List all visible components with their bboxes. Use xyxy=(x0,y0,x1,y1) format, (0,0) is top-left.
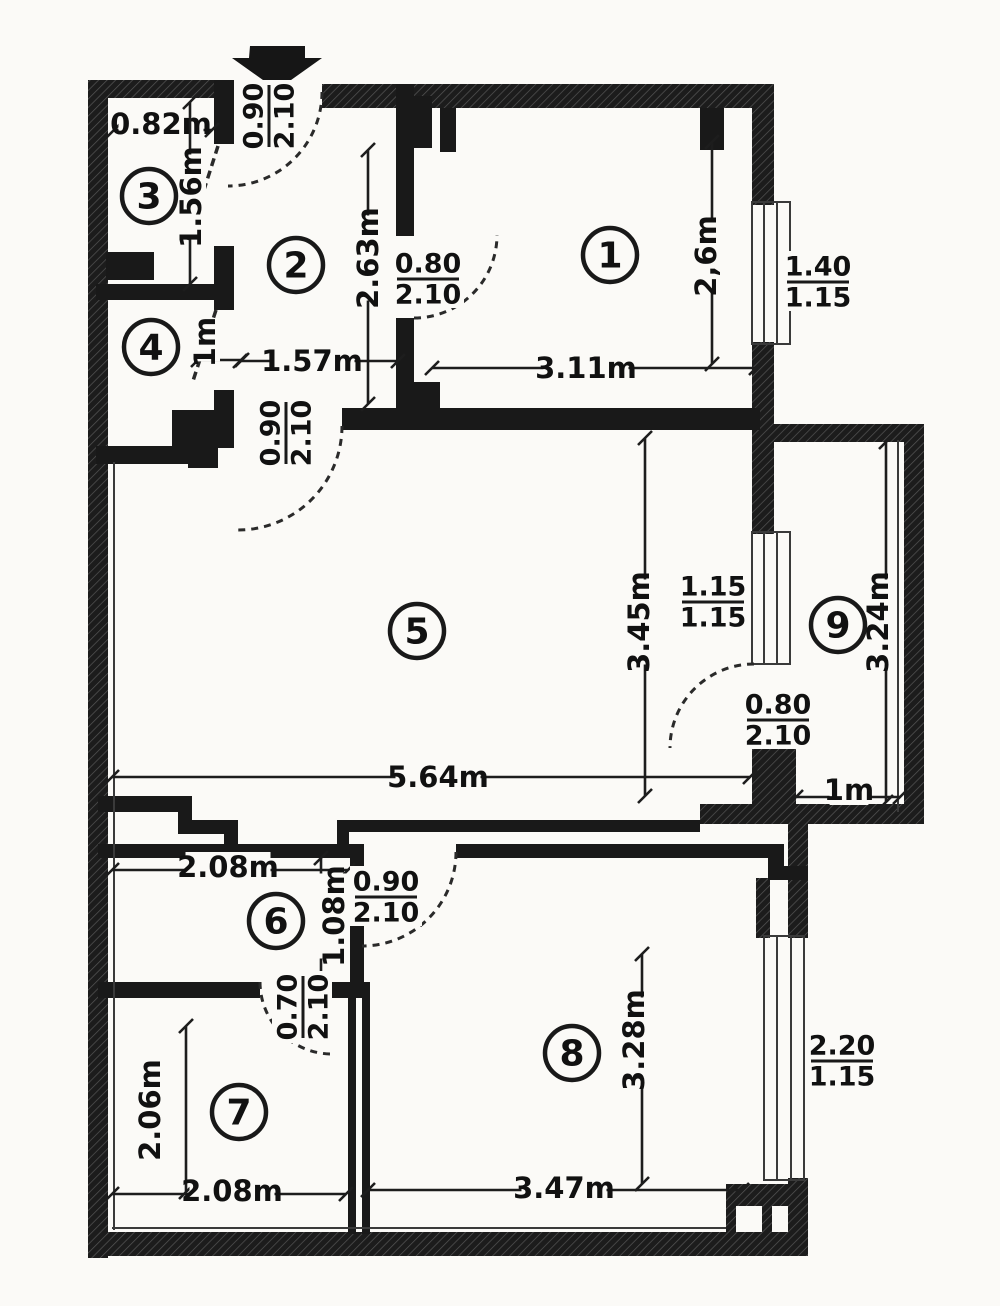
window-room9 xyxy=(751,531,791,665)
room-number-1: 1 xyxy=(580,225,640,285)
entrance-arrow-icon xyxy=(232,46,322,90)
door-arc-room1 xyxy=(413,234,499,320)
room-number-6: 6 xyxy=(246,891,306,951)
svg-text:2,6m: 2,6m xyxy=(689,215,723,297)
svg-text:1.08m: 1.08m xyxy=(317,865,351,967)
svg-text:0.90: 0.90 xyxy=(353,867,420,898)
dimension-labels: 0.82m 1.56m 2.63m 1m 1.57m 3.11m 2,6m 3.45m 5.64… xyxy=(104,94,908,1208)
entrance-door-arc xyxy=(227,91,324,188)
svg-text:2: 2 xyxy=(283,246,308,287)
dimension-label: 3.28m xyxy=(617,989,651,1091)
svg-text:0.70: 0.70 xyxy=(273,974,304,1041)
door-size-label: 0.902.10 xyxy=(350,866,422,929)
svg-text:2.08m: 2.08m xyxy=(181,1174,283,1208)
door-arc-room5 xyxy=(237,425,344,532)
dimension-label: 2.08m xyxy=(181,1174,283,1208)
svg-text:0.82m: 0.82m xyxy=(110,107,212,141)
room-number-3: 3 xyxy=(119,166,179,226)
svg-text:1.15: 1.15 xyxy=(809,1062,876,1093)
dimension-label: 0.82m xyxy=(110,107,212,141)
svg-text:2.63m: 2.63m xyxy=(351,207,385,309)
svg-text:1.15: 1.15 xyxy=(785,283,852,314)
svg-text:7: 7 xyxy=(226,1093,251,1134)
door-size-label: 0.802.10 xyxy=(392,248,464,311)
dimension-label: 2.08m xyxy=(177,850,279,884)
svg-text:3.47m: 3.47m xyxy=(513,1171,615,1205)
svg-text:6: 6 xyxy=(263,902,288,943)
svg-text:1.40: 1.40 xyxy=(785,252,852,283)
room-number-8: 8 xyxy=(542,1023,602,1083)
svg-text:1.15: 1.15 xyxy=(680,572,747,603)
svg-text:0.80: 0.80 xyxy=(745,690,812,721)
svg-text:0.80: 0.80 xyxy=(395,249,462,280)
dimension-label: 1m xyxy=(188,317,222,367)
door-arc-room8 xyxy=(361,851,458,948)
dimension-label: 5.64m xyxy=(387,760,489,794)
dimension-label: 1.56m xyxy=(174,146,208,248)
svg-text:5: 5 xyxy=(404,612,429,653)
dimension-label: 2,6m xyxy=(689,215,723,297)
svg-text:2.10: 2.10 xyxy=(287,400,318,467)
svg-text:2.10: 2.10 xyxy=(353,898,420,929)
window-size-label: 2.201.15 xyxy=(806,1030,878,1093)
dimension-label: 1.08m xyxy=(317,865,351,967)
window-room8 xyxy=(763,935,805,1181)
svg-text:8: 8 xyxy=(559,1034,584,1075)
svg-text:2.10: 2.10 xyxy=(270,83,301,150)
room-number-7: 7 xyxy=(209,1082,269,1142)
window-size-label: 1.151.15 xyxy=(677,571,749,634)
dimension-label: 3.47m xyxy=(513,1171,615,1205)
svg-text:1m: 1m xyxy=(824,773,874,807)
svg-text:1.56m: 1.56m xyxy=(174,146,208,248)
svg-text:0.90: 0.90 xyxy=(239,83,270,150)
room-numbers: 1 2 3 4 5 6 7 8 9 xyxy=(119,166,868,1142)
door-arc-room9 xyxy=(668,662,755,749)
svg-text:2.08m: 2.08m xyxy=(177,850,279,884)
svg-text:0.90: 0.90 xyxy=(256,400,287,467)
dimension-label: 2.63m xyxy=(351,207,385,309)
svg-text:3.45m: 3.45m xyxy=(622,571,656,673)
svg-text:2.06m: 2.06m xyxy=(133,1059,167,1161)
svg-text:1.15: 1.15 xyxy=(680,603,747,634)
window-size-label: 1.401.15 xyxy=(782,251,854,314)
svg-text:3: 3 xyxy=(136,177,161,218)
svg-text:2.10: 2.10 xyxy=(745,721,812,752)
svg-text:1: 1 xyxy=(597,236,622,277)
svg-text:4: 4 xyxy=(138,328,163,369)
dimension-label: 1m xyxy=(824,773,874,807)
room-number-2: 2 xyxy=(266,235,326,295)
dimension-label: 1.57m xyxy=(261,344,363,378)
dimension-label: 2.06m xyxy=(133,1059,167,1161)
svg-text:2.10: 2.10 xyxy=(395,280,462,311)
room-number-4: 4 xyxy=(121,317,181,377)
svg-text:5.64m: 5.64m xyxy=(387,760,489,794)
dimension-label: 3.11m xyxy=(535,351,637,385)
room-number-5: 5 xyxy=(387,601,447,661)
svg-text:9: 9 xyxy=(825,606,850,647)
svg-text:3.11m: 3.11m xyxy=(535,351,637,385)
walls xyxy=(88,80,924,1258)
svg-text:1m: 1m xyxy=(188,317,222,367)
svg-text:1.57m: 1.57m xyxy=(261,344,363,378)
svg-text:2.10: 2.10 xyxy=(304,974,335,1041)
svg-text:3.28m: 3.28m xyxy=(617,989,651,1091)
room-number-9: 9 xyxy=(808,595,868,655)
svg-text:2.20: 2.20 xyxy=(809,1031,876,1062)
door-size-label: 0.802.10 xyxy=(742,689,814,752)
dimension-label: 3.45m xyxy=(622,571,656,673)
